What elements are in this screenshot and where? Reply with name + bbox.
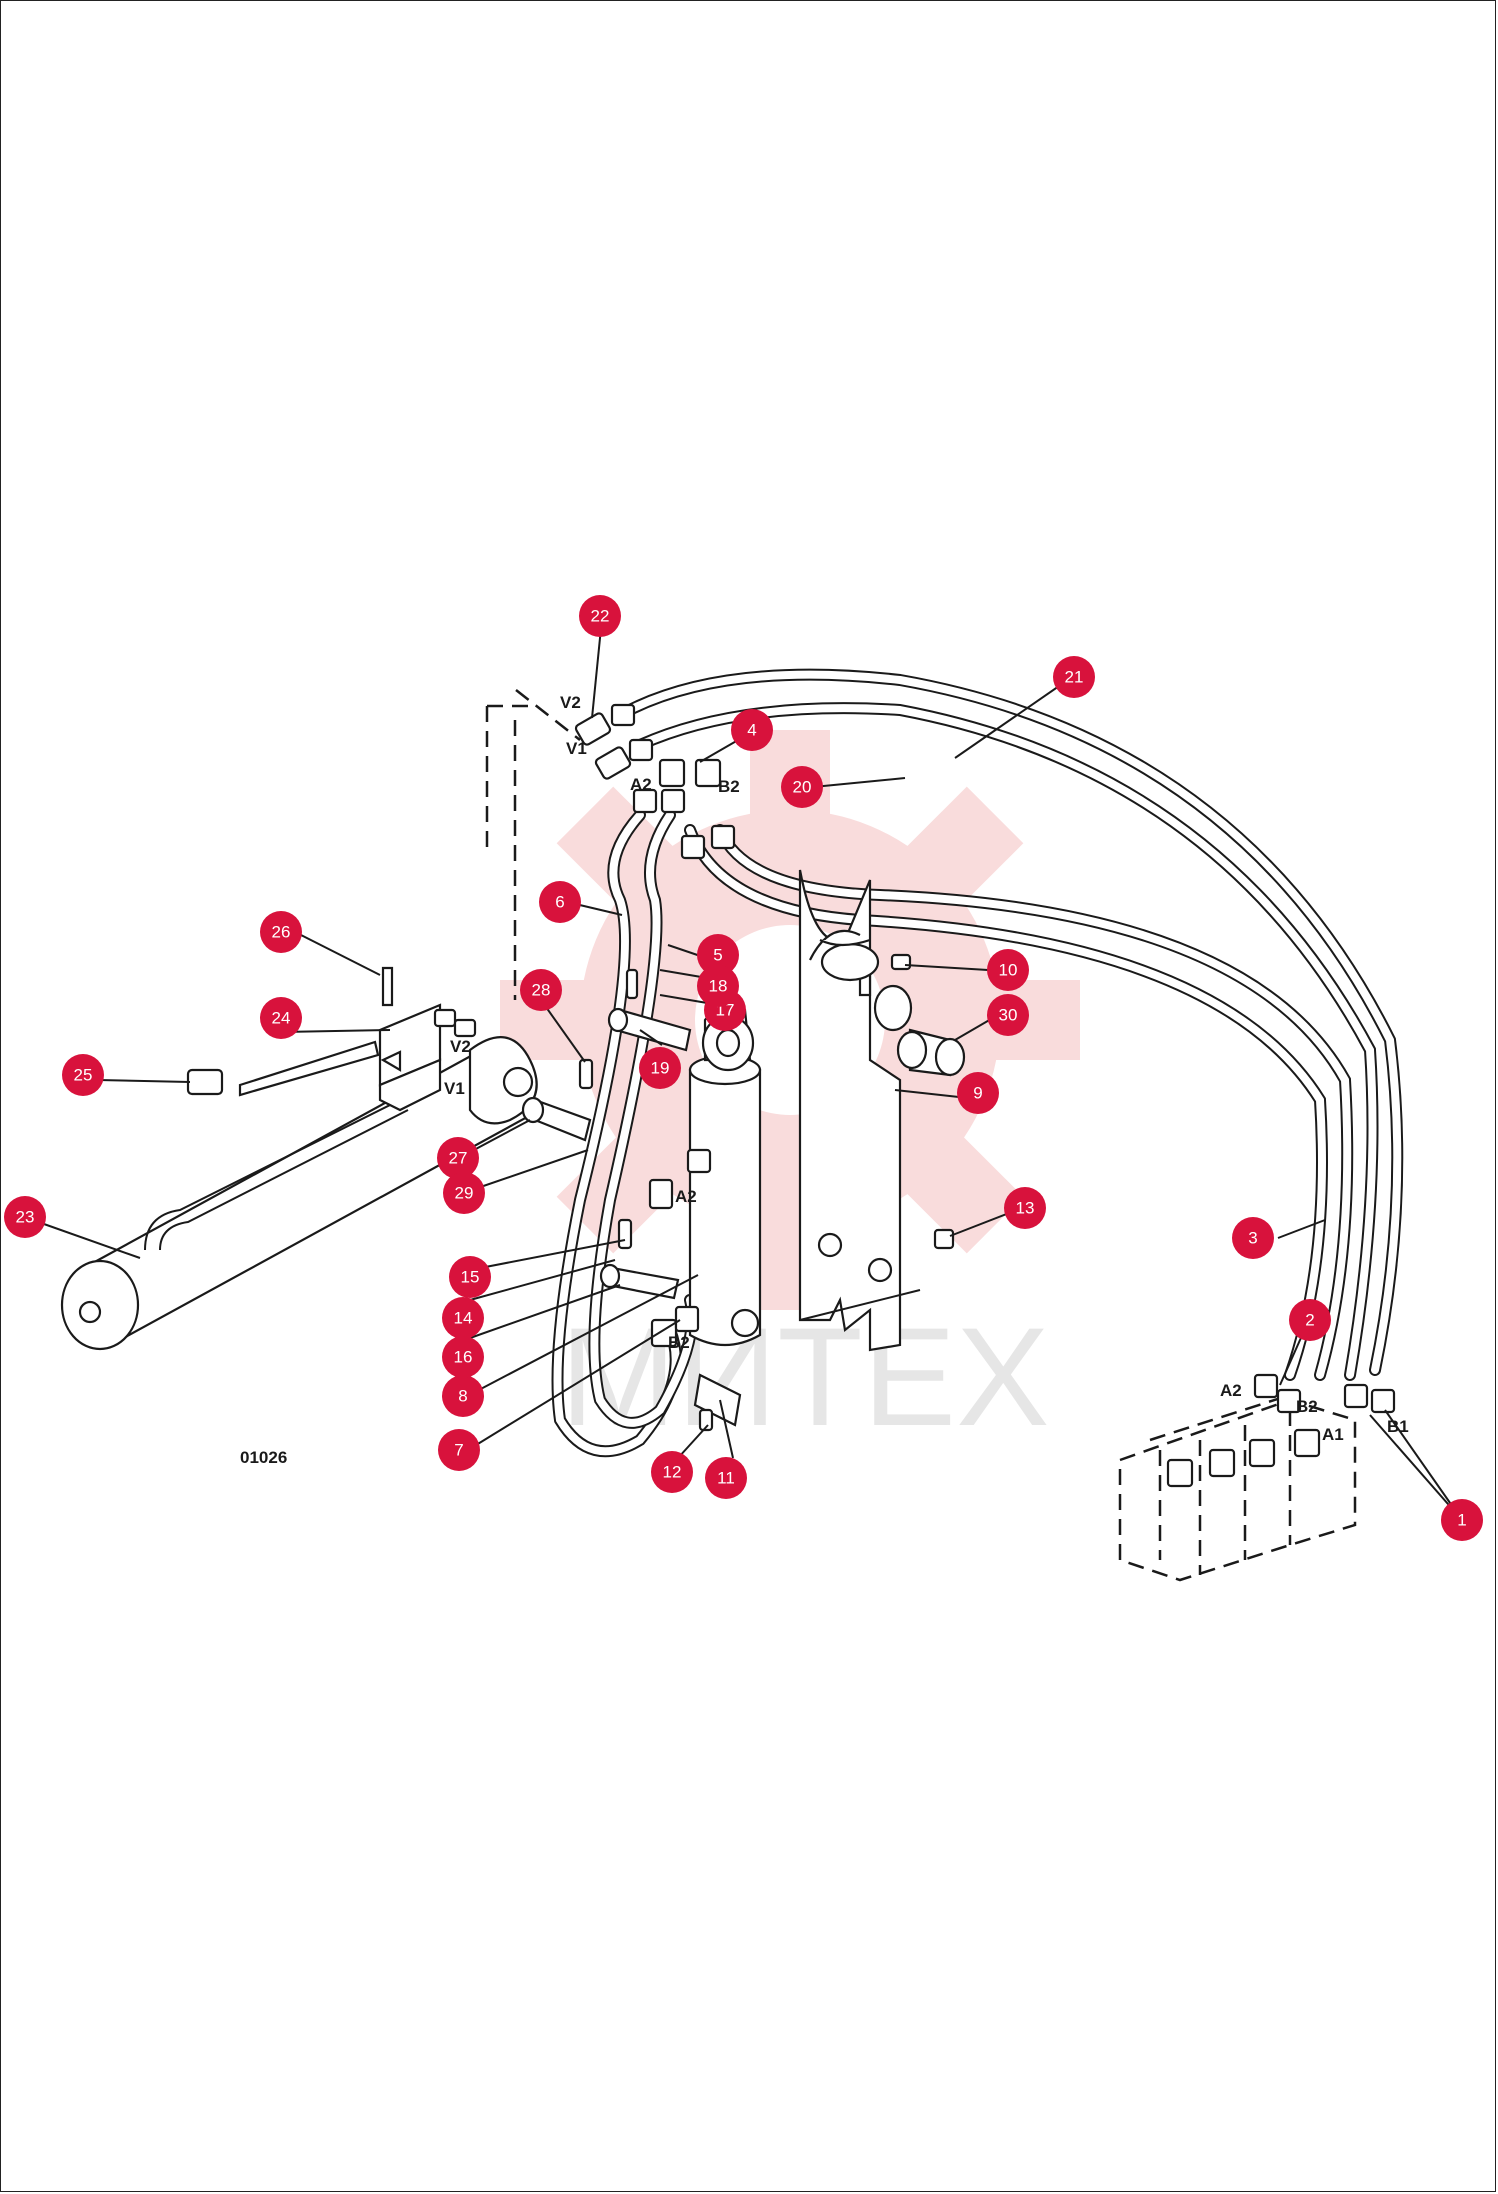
svg-text:9: 9 bbox=[973, 1084, 982, 1103]
svg-text:21: 21 bbox=[1065, 668, 1084, 687]
callout-20: 20 bbox=[781, 766, 823, 808]
port-label-v1-block: V1 bbox=[444, 1079, 465, 1098]
svg-text:23: 23 bbox=[16, 1208, 35, 1227]
hose-set-5-6 bbox=[551, 809, 698, 1458]
svg-text:26: 26 bbox=[272, 923, 291, 942]
port-label-a1-bank: A1 bbox=[1322, 1425, 1344, 1444]
svg-text:7: 7 bbox=[454, 1441, 463, 1460]
callouts: 1 2 3 4 5 6 7 8 9 10 11 12 13 14 15 16 1… bbox=[4, 595, 1483, 1541]
port-label-b1-bank: B1 bbox=[1387, 1417, 1409, 1436]
callout-15: 15 bbox=[449, 1256, 491, 1298]
bolt-13 bbox=[933, 1228, 955, 1250]
callout-24: 24 bbox=[260, 997, 302, 1039]
callout-6: 6 bbox=[539, 881, 581, 923]
svg-text:22: 22 bbox=[591, 607, 610, 626]
callout-11: 11 bbox=[705, 1457, 747, 1499]
bushes-30 bbox=[873, 984, 966, 1077]
svg-text:8: 8 bbox=[458, 1387, 467, 1406]
callout-29: 29 bbox=[443, 1172, 485, 1214]
hose-set-21 bbox=[614, 668, 1404, 1381]
callout-27: 27 bbox=[437, 1137, 479, 1179]
callout-10: 10 bbox=[987, 949, 1029, 991]
svg-text:18: 18 bbox=[709, 977, 728, 996]
port-label-a2-cylinder: A2 bbox=[675, 1187, 697, 1206]
port-label-v1-top: V1 bbox=[566, 739, 587, 758]
svg-text:19: 19 bbox=[651, 1059, 670, 1078]
callout-3: 3 bbox=[1232, 1217, 1274, 1259]
svg-text:3: 3 bbox=[1248, 1229, 1257, 1248]
callout-12: 12 bbox=[651, 1451, 693, 1493]
svg-text:1: 1 bbox=[1457, 1511, 1466, 1530]
svg-text:25: 25 bbox=[74, 1066, 93, 1085]
callout-4: 4 bbox=[731, 709, 773, 751]
svg-text:24: 24 bbox=[272, 1009, 291, 1028]
pins bbox=[521, 968, 692, 1142]
callout-30: 30 bbox=[987, 994, 1029, 1036]
leader-lines bbox=[26, 617, 1463, 1521]
callout-28: 28 bbox=[520, 969, 562, 1011]
port-label-a2-bank: A2 bbox=[1220, 1381, 1242, 1400]
callout-22: 22 bbox=[579, 595, 621, 637]
svg-text:12: 12 bbox=[663, 1463, 682, 1482]
valve-bank bbox=[1118, 1373, 1396, 1582]
svg-text:27: 27 bbox=[449, 1149, 468, 1168]
port-label-b2-bank: B2 bbox=[1296, 1397, 1318, 1416]
svg-text:6: 6 bbox=[555, 893, 564, 912]
callout-23: 23 bbox=[4, 1196, 46, 1238]
callout-7: 7 bbox=[438, 1429, 480, 1471]
callout-25: 25 bbox=[62, 1054, 104, 1096]
fittings-top bbox=[574, 703, 736, 860]
callout-5: 5 bbox=[697, 934, 739, 976]
port-label-v2-top: V2 bbox=[560, 693, 581, 712]
svg-text:10: 10 bbox=[999, 961, 1018, 980]
callout-1: 1 bbox=[1441, 1499, 1483, 1541]
boom-arm bbox=[798, 869, 921, 1352]
svg-text:29: 29 bbox=[455, 1184, 474, 1203]
callout-21: 21 bbox=[1053, 656, 1095, 698]
callout-14: 14 bbox=[442, 1297, 484, 1339]
svg-text:13: 13 bbox=[1016, 1199, 1035, 1218]
callout-2: 2 bbox=[1289, 1299, 1331, 1341]
svg-text:28: 28 bbox=[532, 981, 551, 1000]
svg-text:2: 2 bbox=[1305, 1311, 1314, 1330]
svg-text:4: 4 bbox=[747, 721, 756, 740]
svg-text:20: 20 bbox=[793, 778, 812, 797]
plate-11 bbox=[693, 1373, 742, 1432]
callout-26: 26 bbox=[260, 911, 302, 953]
callout-13: 13 bbox=[1004, 1187, 1046, 1229]
watermark-text: МИТЕХ bbox=[560, 1298, 1050, 1455]
callout-19: 19 bbox=[639, 1047, 681, 1089]
drawing-id: 01026 bbox=[240, 1448, 287, 1467]
callout-9: 9 bbox=[957, 1072, 999, 1114]
port-label-b2-cylinder: B2 bbox=[668, 1333, 690, 1352]
port-label-v2-block: V2 bbox=[450, 1037, 471, 1056]
port-label-b2-top: B2 bbox=[718, 777, 740, 796]
callout-16: 16 bbox=[442, 1336, 484, 1378]
svg-text:11: 11 bbox=[717, 1469, 735, 1488]
svg-text:14: 14 bbox=[454, 1309, 473, 1328]
svg-text:15: 15 bbox=[461, 1268, 480, 1287]
callout-18: 18 bbox=[697, 965, 739, 1007]
lever-25 bbox=[186, 1040, 380, 1097]
svg-text:16: 16 bbox=[454, 1348, 473, 1367]
bolt-26 bbox=[381, 966, 394, 1007]
frame-dash-diag bbox=[515, 689, 581, 741]
svg-text:30: 30 bbox=[999, 1006, 1018, 1025]
svg-text:5: 5 bbox=[713, 946, 722, 965]
valve-block-24 bbox=[378, 1003, 477, 1112]
port-label-a2-top: A2 bbox=[630, 775, 652, 794]
callout-8: 8 bbox=[442, 1375, 484, 1417]
boom-cylinder bbox=[60, 1036, 542, 1351]
port-labels: V2 V1 A2 B2 V2 V1 A2 B2 A2 B2 A1 B1 bbox=[444, 693, 1409, 1444]
bolt-10 bbox=[890, 953, 912, 971]
watermark: МИТЕХ bbox=[500, 730, 1080, 1455]
